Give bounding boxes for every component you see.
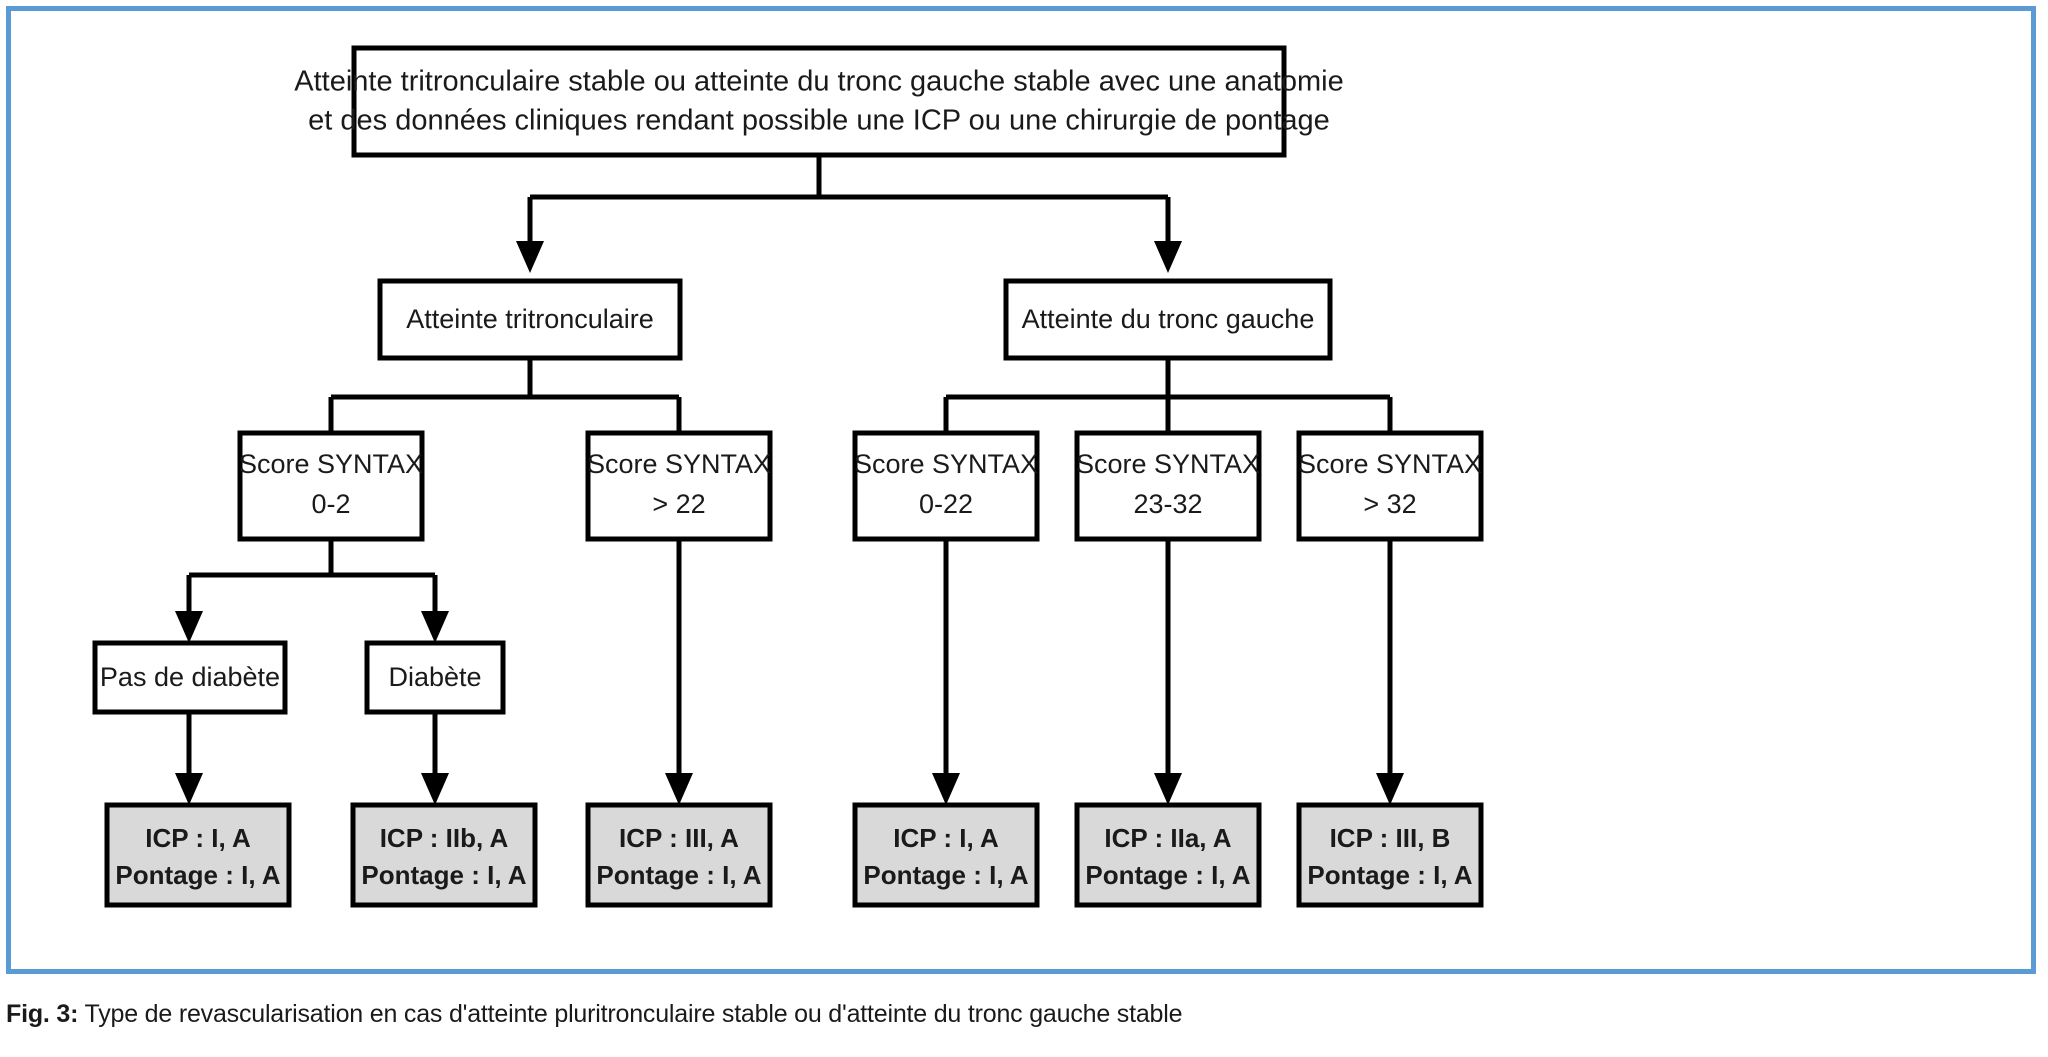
arrowhead-to-pas-de-diabete — [175, 611, 203, 643]
result-syntax-0-22-box[interactable] — [852, 802, 1040, 908]
node-pas-de-diabete-label: Pas de diabète — [100, 662, 280, 692]
edge-tritronculaire-bus — [328, 358, 682, 437]
node-tronc-gauche-label: Atteinte du tronc gauche — [1022, 304, 1315, 334]
result-diabete-icp: ICP : IIb, A — [380, 823, 509, 853]
result-syntax-23-32-icp: ICP : IIa, A — [1104, 823, 1231, 853]
node-syntax-0-2-box[interactable] — [237, 430, 425, 542]
node-root-box[interactable] — [351, 45, 1287, 158]
node-syntax-23-32[interactable]: Score SYNTAX 23-32 — [1074, 430, 1262, 542]
node-syntax-sup-32-line-2: > 32 — [1363, 489, 1416, 519]
result-diabete[interactable]: ICP : IIb, A Pontage : I, A — [350, 802, 538, 908]
node-tritronculaire[interactable]: Atteinte tritronculaire — [377, 278, 683, 361]
node-syntax-0-2-line-2: 0-2 — [311, 489, 350, 519]
node-pas-de-diabete-box[interactable] — [92, 640, 288, 715]
node-root-line-1: Atteinte tritronculaire stable ou attein… — [294, 66, 1344, 98]
arrowhead-to-result-syntax-sup-32 — [1376, 773, 1404, 805]
arrowhead-to-result-pas-de-diabete — [175, 773, 203, 805]
node-pas-de-diabete[interactable]: Pas de diabète — [92, 640, 288, 715]
result-syntax-23-32[interactable]: ICP : IIa, A Pontage : I, A — [1074, 802, 1262, 908]
result-syntax-0-22-pontage: Pontage : I, A — [863, 860, 1028, 890]
node-syntax-0-22-line-2: 0-22 — [919, 489, 973, 519]
result-syntax-sup-32-icp: ICP : III, B — [1330, 823, 1451, 853]
node-syntax-23-32-line-1: Score SYNTAX — [1076, 449, 1260, 479]
result-syntax-sup-32-box[interactable] — [1296, 802, 1484, 908]
node-diabete[interactable]: Diabète — [364, 640, 506, 715]
node-syntax-sup-32[interactable]: Score SYNTAX > 32 — [1296, 430, 1484, 542]
result-pas-de-diabete[interactable]: ICP : I, A Pontage : I, A — [104, 802, 292, 908]
figure-caption: Fig. 3: Type de revascularisation en cas… — [6, 1000, 2036, 1029]
node-syntax-23-32-box[interactable] — [1074, 430, 1262, 542]
node-tritronculaire-label: Atteinte tritronculaire — [406, 304, 654, 334]
node-syntax-0-22-box[interactable] — [852, 430, 1040, 542]
node-syntax-sup-22-line-1: Score SYNTAX — [587, 449, 771, 479]
node-syntax-0-22[interactable]: Score SYNTAX 0-22 — [852, 430, 1040, 542]
node-syntax-0-2-line-1: Score SYNTAX — [239, 449, 423, 479]
edge-root-bus — [527, 155, 1171, 241]
result-pas-de-diabete-pontage: Pontage : I, A — [115, 860, 280, 890]
node-syntax-0-22-line-1: Score SYNTAX — [854, 449, 1038, 479]
result-syntax-sup-22[interactable]: ICP : III, A Pontage : I, A — [585, 802, 773, 908]
figure-caption-text: Type de revascularisation en cas d'attei… — [84, 1000, 1183, 1028]
node-diabete-box[interactable] — [364, 640, 506, 715]
result-syntax-sup-32-pontage: Pontage : I, A — [1307, 860, 1472, 890]
edge-tronc-gauche-bus — [943, 358, 1393, 437]
result-syntax-sup-22-pontage: Pontage : I, A — [596, 860, 761, 890]
arrowhead-to-result-syntax-0-22 — [932, 773, 960, 805]
node-syntax-sup-22[interactable]: Score SYNTAX > 22 — [585, 430, 773, 542]
arrowhead-to-diabete — [421, 611, 449, 643]
arrowhead-to-result-diabete — [421, 773, 449, 805]
result-syntax-0-22[interactable]: ICP : I, A Pontage : I, A — [852, 802, 1040, 908]
node-tritronculaire-box[interactable] — [377, 278, 683, 361]
node-tronc-gauche-box[interactable] — [1003, 278, 1333, 361]
result-syntax-sup-22-icp: ICP : III, A — [619, 823, 739, 853]
result-syntax-23-32-box[interactable] — [1074, 802, 1262, 908]
figure-caption-label: Fig. 3: — [6, 1000, 79, 1028]
arrowhead-to-tritronculaire — [516, 241, 544, 273]
result-pas-de-diabete-icp: ICP : I, A — [145, 823, 251, 853]
node-syntax-0-2[interactable]: Score SYNTAX 0-2 — [237, 430, 425, 542]
edge-syntax02-bus — [186, 539, 438, 611]
result-diabete-pontage: Pontage : I, A — [361, 860, 526, 890]
node-syntax-23-32-line-2: 23-32 — [1133, 489, 1202, 519]
result-diabete-box[interactable] — [350, 802, 538, 908]
node-root[interactable]: Atteinte tritronculaire stable ou attein… — [294, 45, 1344, 158]
result-syntax-sup-22-box[interactable] — [585, 802, 773, 908]
arrowhead-to-result-syntax-23-32 — [1154, 773, 1182, 805]
node-syntax-sup-32-box[interactable] — [1296, 430, 1484, 542]
result-pas-de-diabete-box[interactable] — [104, 802, 292, 908]
result-syntax-0-22-icp: ICP : I, A — [893, 823, 999, 853]
node-tronc-gauche[interactable]: Atteinte du tronc gauche — [1003, 278, 1333, 361]
node-diabete-label: Diabète — [388, 662, 481, 692]
node-root-line-2: et des données cliniques rendant possibl… — [308, 105, 1330, 137]
arrowhead-to-tronc-gauche — [1154, 241, 1182, 273]
arrowhead-to-result-syntax-sup-22 — [665, 773, 693, 805]
node-syntax-sup-22-box[interactable] — [585, 430, 773, 542]
flowchart-canvas: Atteinte tritronculaire stable ou attein… — [92, 45, 1484, 908]
figure-panel: Atteinte tritronculaire stable ou attein… — [6, 6, 2036, 974]
result-syntax-23-32-pontage: Pontage : I, A — [1085, 860, 1250, 890]
node-syntax-sup-32-line-1: Score SYNTAX — [1298, 449, 1482, 479]
node-syntax-sup-22-line-2: > 22 — [652, 489, 705, 519]
result-syntax-sup-32[interactable]: ICP : III, B Pontage : I, A — [1296, 802, 1484, 908]
